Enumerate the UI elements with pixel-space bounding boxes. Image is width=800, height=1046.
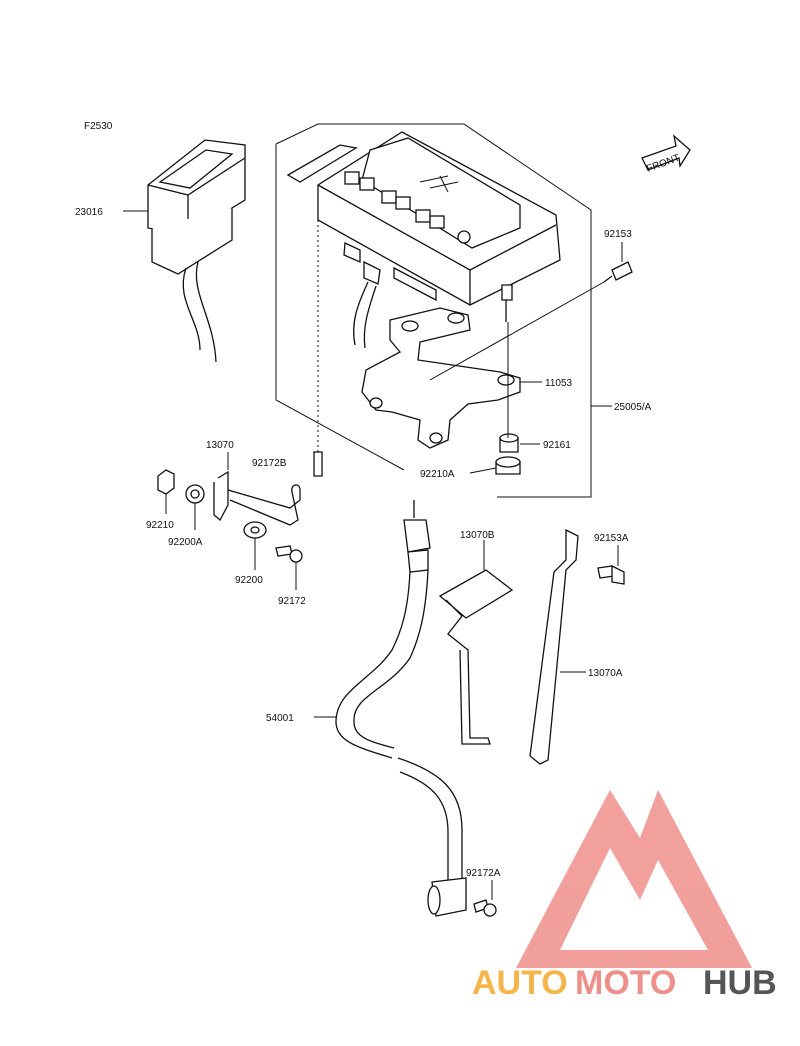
label-23016: 23016 xyxy=(75,207,103,218)
indicator-lamp-23016 xyxy=(123,139,246,363)
watermark-text: AUTO MOTO HUB xyxy=(472,964,777,1002)
clamp-13070B xyxy=(438,540,514,745)
label-92172: 92172 xyxy=(278,596,306,607)
screw-92172A xyxy=(473,880,497,917)
label-92210: 92210 xyxy=(146,520,174,531)
front-arrow-icon: FRONT xyxy=(641,134,691,175)
label-92210A: 92210A xyxy=(420,469,455,480)
triangle-m-logo-icon xyxy=(516,790,752,968)
speedometer-cable-54001 xyxy=(314,500,467,917)
clamp-13070 xyxy=(213,452,301,526)
label-92172B: 92172B xyxy=(252,458,287,469)
label-13070: 13070 xyxy=(206,440,234,451)
label-92153: 92153 xyxy=(604,229,632,240)
speedometer-assembly xyxy=(286,131,561,349)
label-92153A: 92153A xyxy=(594,533,629,544)
watermark-hub: HUB xyxy=(703,964,777,1002)
label-92200A: 92200A xyxy=(168,537,203,548)
label-13070B: 13070B xyxy=(460,530,495,541)
label-13070A: 13070A xyxy=(588,668,623,679)
bracket-11053 xyxy=(361,307,521,449)
label-11053: 11053 xyxy=(545,378,573,389)
assembly-bracket-line xyxy=(275,123,592,498)
watermark-moto: MOTO xyxy=(575,964,676,1002)
washer-92200 xyxy=(243,521,267,570)
diagram-code: F2530 xyxy=(84,121,113,132)
grommet-92161 xyxy=(499,433,540,453)
label-54001: 54001 xyxy=(266,713,294,724)
screw-92172 xyxy=(275,545,303,590)
label-92200: 92200 xyxy=(235,575,263,586)
watermark-auto: AUTO xyxy=(472,964,568,1002)
screw-92153A xyxy=(597,545,625,585)
label-25005A: 25005/A xyxy=(614,402,652,413)
label-92172A: 92172A xyxy=(466,868,501,879)
screw-92153 xyxy=(429,242,633,381)
label-92161: 92161 xyxy=(543,440,571,451)
collar-92210A xyxy=(469,456,521,475)
nut-92210 xyxy=(157,469,175,514)
band-13070A xyxy=(529,528,586,765)
screw-92172B xyxy=(313,200,323,477)
washer-92200A xyxy=(185,484,205,530)
